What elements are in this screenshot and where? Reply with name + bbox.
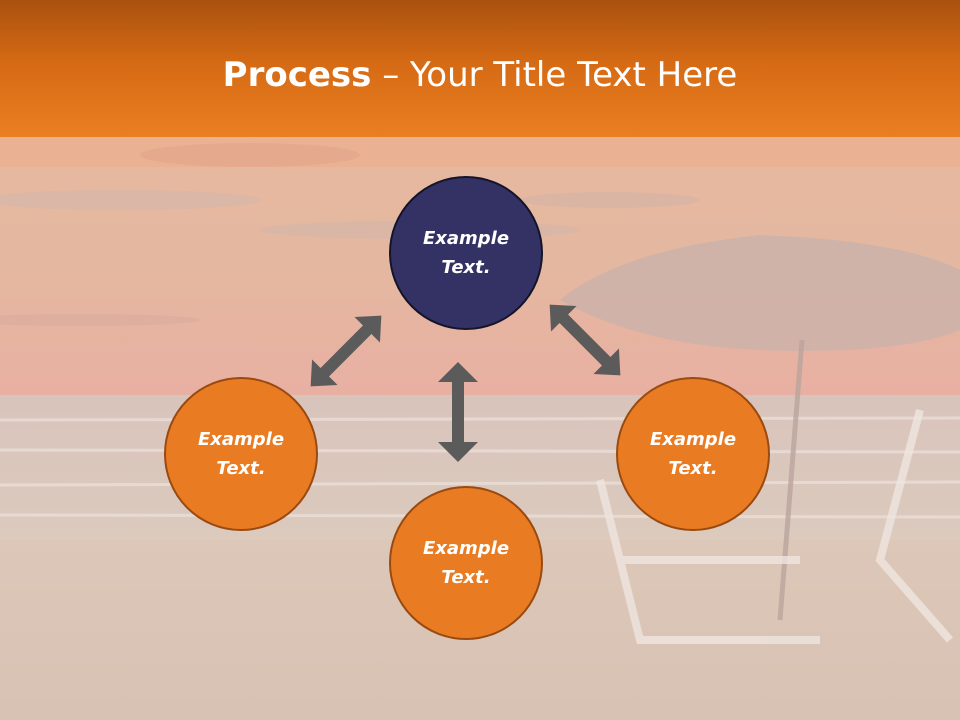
title-rest: Your Title Text Here [410,55,738,95]
node-bottom: Example Text. [389,486,543,640]
arrow-center-vertical [438,362,478,462]
node-right: Example Text. [616,377,770,531]
title-bar [0,0,960,137]
node-left-label: Example Text. [197,429,285,479]
node-bottom-label: Example Text. [422,538,510,588]
title-bold: Process [222,55,372,95]
title-band [0,137,960,167]
title-dash: – [371,55,411,95]
arrow-top-right [549,304,621,376]
arrow-top-left [310,315,382,387]
node-top-label: Example Text. [422,228,510,278]
node-left: Example Text. [164,377,318,531]
slide-title: Process – Your Title Text Here [0,52,960,98]
node-right-label: Example Text. [649,429,737,479]
node-top: Example Text. [389,176,543,330]
